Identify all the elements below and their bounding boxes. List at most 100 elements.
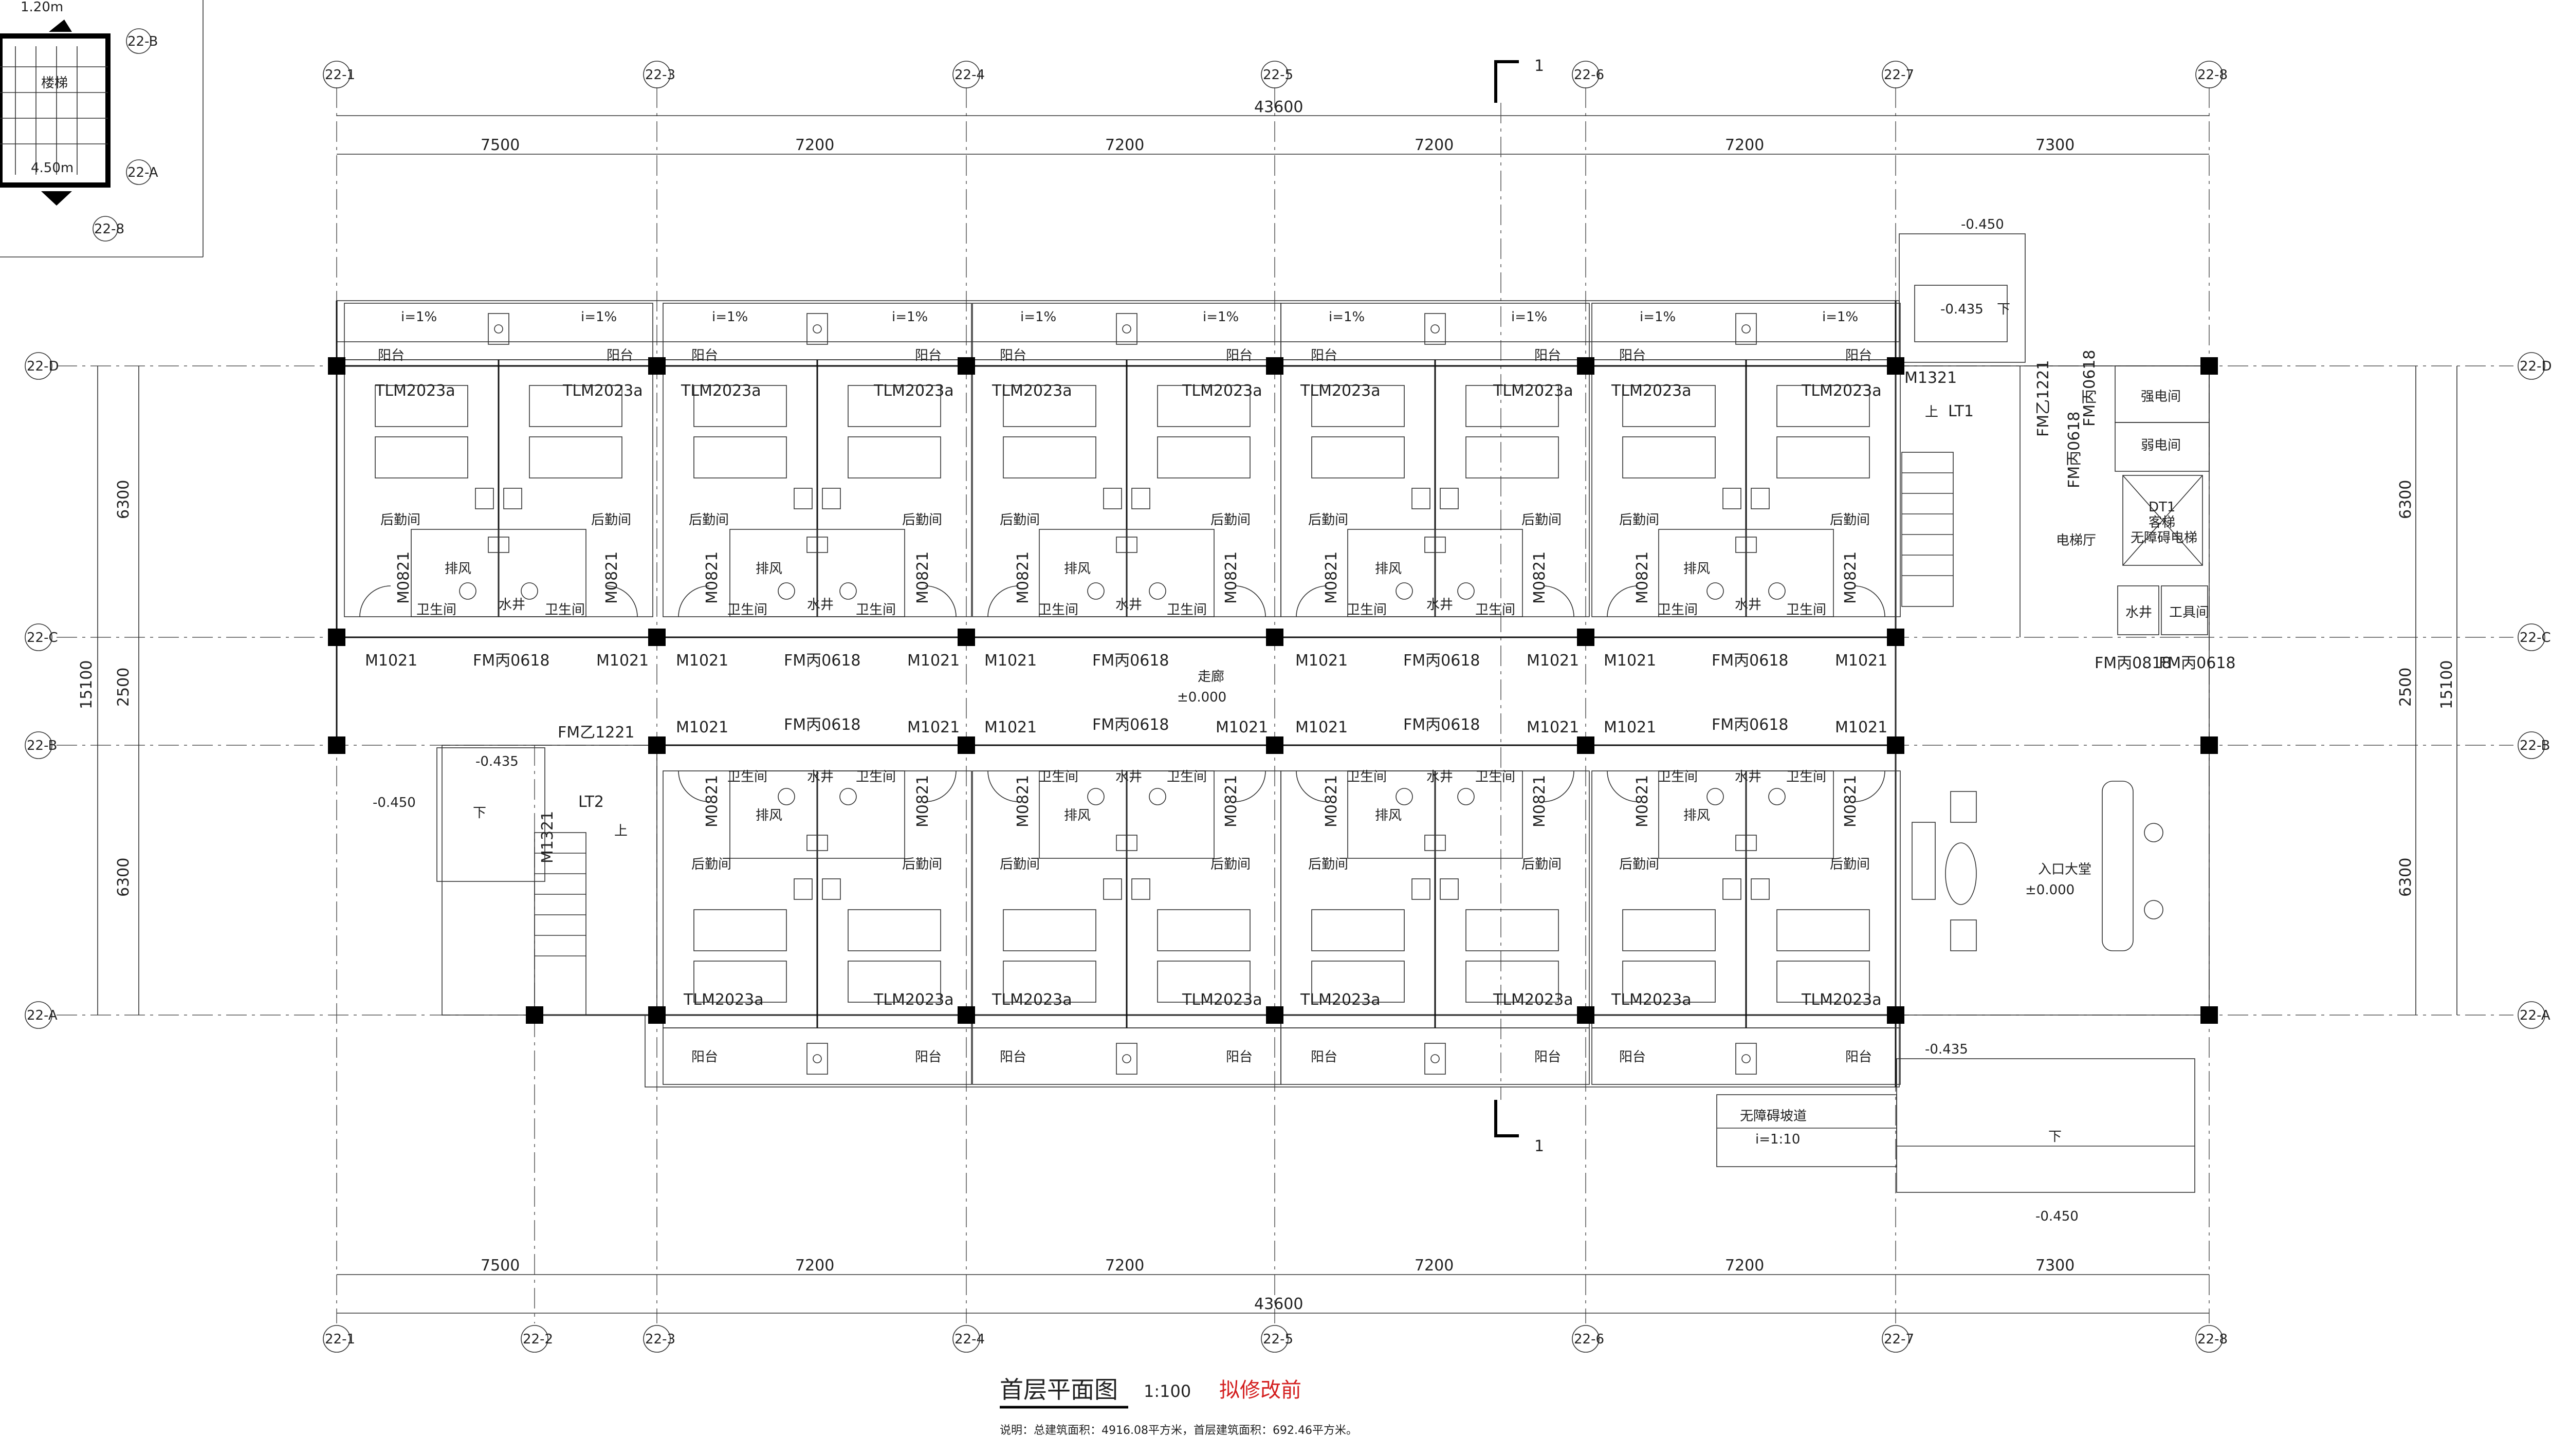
building-outline [336,233,2210,1193]
label-balcony: 阳台 [691,348,718,363]
label-toilet: 卫生间 [1347,769,1387,785]
label-balcony: 阳台 [1226,348,1253,363]
label-toilet: 卫生间 [416,602,456,618]
label-balcony: 阳台 [1226,1049,1253,1065]
axis-right-d: 22-D [2520,359,2552,374]
label-back-room: 后勤间 [1619,857,1659,872]
keyplan-axis-b: 22-B [127,34,158,49]
dim-total-top: 43600 [1254,98,1303,116]
label-down-1: 下 [1997,302,2010,317]
keyplan-axis-8: 22-8 [94,222,124,237]
label-exhaust: 排风 [1683,808,1710,823]
code-fire-door-c: FM丙0818 [2095,654,2172,672]
label-balcony: 阳台 [691,1049,718,1065]
label-exhaust: 排风 [1375,561,1402,577]
code-tlm: TLM2023a [562,382,643,400]
label-water: 水井 [1735,597,1761,613]
axis-top-6: 22-7 [1884,67,1914,83]
code-tlm: TLM2023a [1801,382,1882,400]
code-m0821: M0821 [1222,775,1240,827]
axis-top-4: 22-5 [1263,67,1293,83]
label-elevator-hall: 电梯厅 [2056,533,2096,548]
label-back-room: 后勤间 [380,512,420,528]
code-m1021: M1021 [907,652,960,670]
label-water: 水井 [807,597,834,613]
code-tlm: TLM2023a [992,382,1072,400]
label-toilet: 卫生间 [1786,602,1826,618]
code-m1021: M1021 [984,718,1037,736]
slope-marks: i=1% i=1% i=1% i=1% i=1% i=1% i=1% i=1% … [401,309,1858,325]
code-fire-door: FM丙0618 [2065,412,2083,489]
axis-left-b: 22-B [27,738,57,753]
code-tlm: TLM2023a [1493,382,1573,400]
drawing-note: 说明：总建筑面积：4916.08平方米，首层建筑面积：692.46平方米。 [1000,1424,1357,1437]
label-exhaust: 排风 [1064,808,1091,823]
code-m0821: M0821 [1842,551,1860,604]
code-fire-door: FM丙0618 [1712,652,1789,670]
axis-top-7: 22-8 [2197,67,2228,83]
code-tlm: TLM2023a [992,991,1072,1009]
keyplan-axis-a: 22-A [127,165,158,180]
room-modules-north [343,302,1901,618]
label-balcony: 阳台 [378,348,405,363]
label-exhaust: 排风 [756,808,782,823]
label-toilet: 卫生间 [856,602,896,618]
code-m0821: M0821 [1014,775,1032,827]
label-corridor-level: ±0.000 [1177,690,1226,705]
level-l1-top: -0.450 [1961,217,2004,232]
slope-mark: i=1% [892,309,928,325]
dimension-lines-left: 6300 2500 6300 15100 [78,366,139,1015]
code-m0821: M0821 [703,551,721,604]
axis-bubbles-right: 22-D 22-C 22-B 22-A [2518,352,2552,1029]
axis-bubbles-left: 22-D 22-C 22-B 22-A [25,352,59,1029]
axis-bottom-2: 22-2 [523,1332,553,1347]
label-toilet: 卫生间 [1167,602,1207,618]
key-plan: 1.20m 4.50m 楼梯 22-B 22-A 22-8 [0,0,204,257]
label-balcony: 阳台 [1619,348,1646,363]
label-balcony: 阳台 [607,348,633,363]
label-lobby: 入口大堂 [2038,862,2091,877]
section-markers: 1 1 [1494,57,1544,1155]
code-tlm: TLM2023a [1182,991,1262,1009]
label-back-room: 后勤间 [1000,857,1040,872]
label-balcony: 阳台 [1311,1049,1337,1065]
label-elevator-sub2: 无障碍电梯 [2131,530,2197,546]
label-balcony: 阳台 [915,348,942,363]
label-up-2: 上 [614,823,628,839]
code-m0821: M0821 [395,551,413,604]
label-back-room: 后勤间 [1308,857,1348,872]
dim-top-bay-6: 7300 [2035,136,2075,154]
label-strong-elec: 强电间 [2141,389,2181,404]
code-m1021: M1021 [1216,718,1268,736]
axis-bottom-4: 22-4 [954,1332,985,1347]
dim-left-2: 2500 [115,668,133,707]
label-back-room: 后勤间 [1619,512,1659,528]
label-toilet: 卫生间 [1167,769,1207,785]
code-tlm: TLM2023a [873,382,954,400]
label-back-room: 后勤间 [1210,512,1251,528]
label-balcony: 阳台 [1000,1049,1026,1065]
label-toilet: 卫生间 [727,602,767,618]
code-tlm: TLM2023a [1611,991,1692,1009]
axis-right-c: 22-C [2520,630,2551,646]
label-back-room: 后勤间 [1000,512,1040,528]
code-fire-door: FM丙0618 [1092,716,1169,734]
label-water: 水井 [1115,769,1142,785]
label-up-1: 上 [1925,404,1938,420]
label-toilet: 卫生间 [727,769,767,785]
slope-mark: i=1% [712,309,748,325]
label-balcony: 阳台 [1534,348,1561,363]
dim-top-bay-3: 7200 [1105,136,1144,154]
dim-bottom-bay-1: 7500 [481,1257,520,1275]
label-exhaust: 排风 [445,561,471,577]
code-tlm: TLM2023a [1493,991,1573,1009]
axis-bottom-7: 22-7 [1884,1332,1914,1347]
code-m0821: M0821 [1014,551,1032,604]
code-fire-door: FM丙0618 [784,716,861,734]
label-exhaust: 排风 [1064,561,1091,577]
code-tlm: TLM2023a [375,382,455,400]
dim-total-bottom: 43600 [1254,1295,1303,1313]
slope-mark: i=1% [1203,309,1239,325]
axis-top-2: 22-3 [645,67,675,83]
label-lobby-level: ±0.000 [2025,882,2075,898]
